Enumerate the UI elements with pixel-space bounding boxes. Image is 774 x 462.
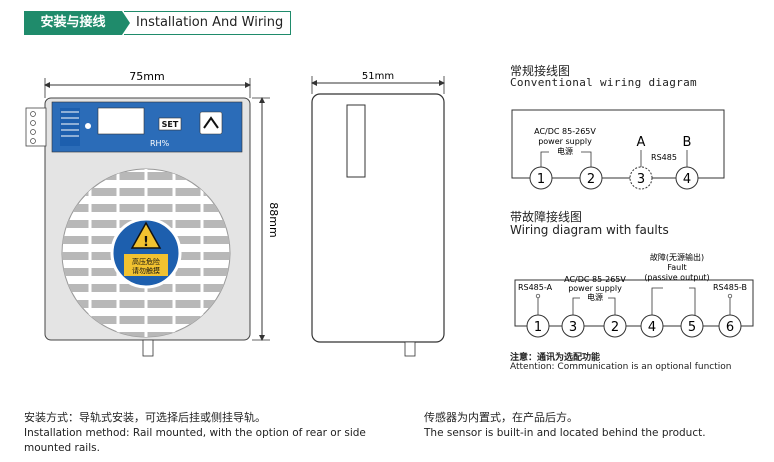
header-title-en: Installation And Wiring [124,11,291,35]
height-dimension: 88mm [252,97,280,341]
terminal-block [25,107,47,147]
warning-text-2: 请勿触摸 [132,266,160,275]
header-title-cn: 安装与接线 [24,11,122,35]
conv-label-b: B [683,135,692,150]
height-label: 88mm [267,202,280,237]
conv-rs485: RS485 [651,153,677,162]
svg-text:!: ! [143,235,149,250]
faults-power-label-3: 电源 [587,292,603,302]
rh-label: RH% [150,139,170,148]
conv-terminal-4: 4 [683,172,691,187]
faults-wiring-diagram: RS485-A RS485-B AC/DC 85-265V power supp… [514,252,754,338]
conventional-title-cn: 常规接线图 [510,64,571,78]
install-en-1: Installation method: Rail mounted, with … [24,427,366,439]
conv-power-label-3: 电源 [557,146,573,156]
device-drawings: 75mm SET RH% [25,70,445,357]
faults-rs485a: RS485-A [518,283,553,292]
install-cn: 安装方式：导轨式安装，可选择后挂或侧挂导轨。 [24,411,266,424]
set-button [158,117,182,131]
sensor-en: The sensor is built-in and located behin… [424,427,706,439]
faults-terminal-6: 6 [726,320,734,335]
faults-fault-label-3: (passive output) [644,273,709,282]
faults-terminal-2: 2 [611,320,619,335]
side-view: 51mm [311,71,445,357]
side-width-label: 51mm [362,71,394,82]
faults-power-label-1: AC/DC 85-265V [564,275,626,284]
front-view: SET RH% ! 高压危险 [25,97,251,357]
conv-label-a: A [637,135,646,150]
faults-power-label-2: power supply [568,284,622,293]
faults-title-en: Wiring diagram with faults [510,223,669,237]
faults-fault-label-2: Fault [667,263,686,272]
install-en-2: mounted rails. [24,442,100,454]
conv-power-label-1: AC/DC 85-265V [534,127,596,136]
side-cable-stub [404,341,416,357]
faults-fault-label-1: 故障(无源输出) [650,252,704,262]
lcd-screen [97,107,145,135]
warning-text-1: 高压危险 [132,257,160,266]
faults-terminal-5: 5 [688,320,696,335]
faults-terminal-1: 1 [534,320,542,335]
front-width-label: 75mm [129,70,164,83]
faults-terminal-3: 3 [569,320,577,335]
conventional-wiring-diagram: AC/DC 85-265V power supply 电源 A B RS485 … [511,109,725,190]
conv-terminal-1: 1 [537,172,545,187]
faults-title-cn: 带故障接线图 [510,210,583,224]
conv-terminal-3: 3 [637,172,645,187]
note-cn: 注意：通讯为选配功能 [510,353,601,363]
set-button-label: SET [162,120,179,129]
conv-power-label-2: power supply [538,137,592,146]
warning-icon [130,221,162,249]
note-en: Attention: Communication is an optional … [510,362,732,372]
up-arrow-icon [203,116,219,129]
sensor-cn: 传感器为内置式，在产品后方。 [424,411,578,424]
header-arrow [122,11,130,35]
faults-terminal-4: 4 [648,320,656,335]
up-button [199,111,223,135]
conventional-title-en: Conventional wiring diagram [510,76,697,89]
conv-terminal-2: 2 [587,172,595,187]
front-cable-stub [142,339,154,357]
front-width-dimension: 75mm [44,70,251,98]
faults-rs485b: RS485-B [713,283,747,292]
